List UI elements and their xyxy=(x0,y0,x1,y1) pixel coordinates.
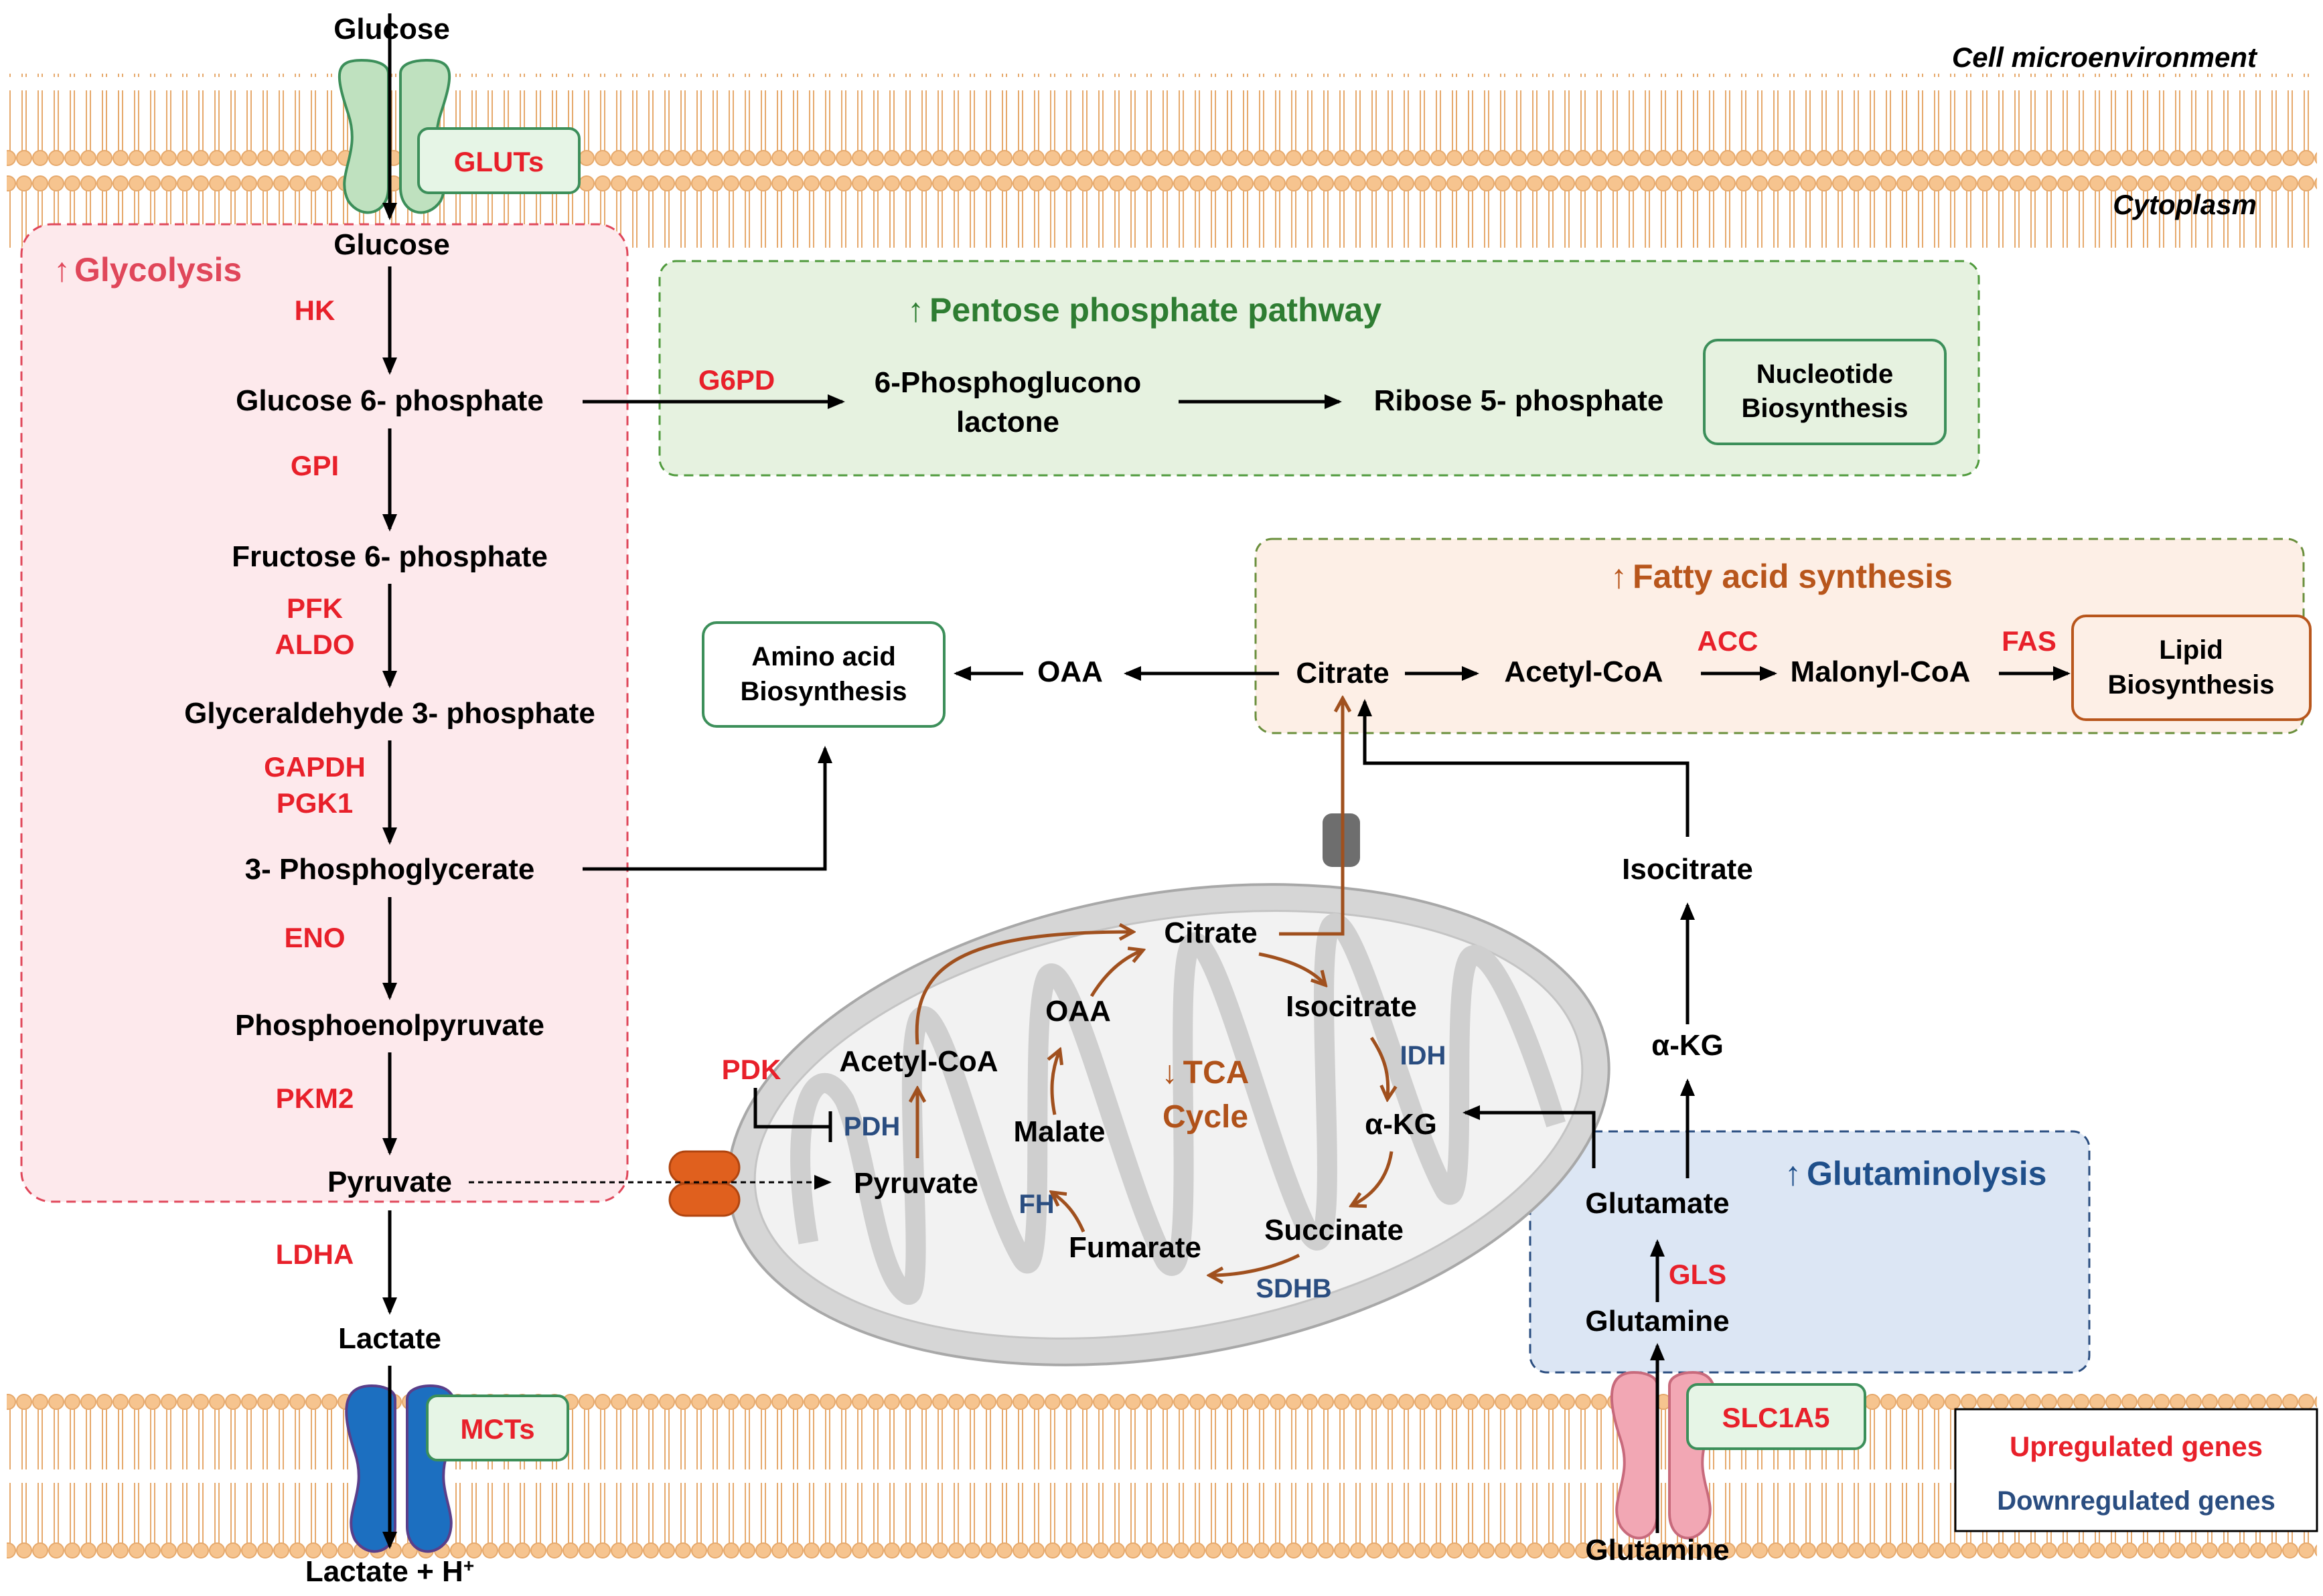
arrow-akg-to-succinate xyxy=(1353,1151,1394,1205)
metabolite-3pg: 3- Phosphoglycerate xyxy=(245,853,535,886)
arrow-3pg-to-amino xyxy=(583,746,832,871)
glutaminolysis-box xyxy=(1529,1130,2091,1374)
enzyme-acc: ACC xyxy=(1698,625,1758,657)
arrow-fumarate-to-malate xyxy=(1053,1193,1085,1232)
metabolite-pgl-line1: 6-Phosphoglucono xyxy=(875,366,1141,399)
cytosol-isocitrate: Isocitrate xyxy=(1622,853,1753,886)
nucleotide-line2: Biosynthesis xyxy=(1742,394,1908,423)
arrow-succinate-to-fumarate xyxy=(1211,1253,1300,1275)
tca-cycle-line2: Cycle xyxy=(1163,1099,1248,1135)
legend-box xyxy=(1954,1408,2318,1532)
mcts-label-box xyxy=(426,1394,569,1461)
enzyme-g6pd: G6PD xyxy=(698,364,775,396)
enzyme-pdh: PDH xyxy=(844,1112,900,1141)
fatty-acid-box xyxy=(1254,538,2305,734)
mito-succinate: Succinate xyxy=(1264,1214,1404,1247)
pdk-inhibits-pdh xyxy=(753,1088,829,1129)
arrow-acetylcoa-to-citrate xyxy=(915,932,1132,1045)
metabolite-pyruvate: Pyruvate xyxy=(327,1166,452,1198)
enzyme-idh: IDH xyxy=(1400,1041,1446,1070)
glutamine-outside: Glutamine xyxy=(1585,1534,1729,1567)
ppp-box xyxy=(658,260,1980,477)
enzyme-aldo: ALDO xyxy=(275,629,355,660)
enzyme-gapdh: GAPDH xyxy=(264,751,366,783)
cytosol-oaa: OAA xyxy=(1037,655,1103,688)
mito-pyruvate: Pyruvate xyxy=(854,1167,978,1200)
enzyme-sdhb: SDHB xyxy=(1256,1274,1331,1303)
nucleotide-line1: Nucleotide xyxy=(1756,360,1893,389)
metabolite-pep: Phosphoenolpyruvate xyxy=(235,1009,544,1042)
enzyme-fh: FH xyxy=(1019,1190,1054,1219)
slc1a5-label-box xyxy=(1686,1383,1866,1450)
cytoplasm-label: Cytoplasm xyxy=(2113,189,2257,220)
mito-akg: α-KG xyxy=(1365,1108,1437,1141)
nucleotide-biosynthesis-box xyxy=(1703,339,1947,445)
enzyme-ldha: LDHA xyxy=(276,1239,354,1270)
metabolite-g3p: Glyceraldehyde 3- phosphate xyxy=(184,697,595,730)
metabolite-lactate-h: Lactate + H+ xyxy=(305,1555,474,1588)
cell-microenvironment-label: Cell microenvironment xyxy=(1952,42,2258,73)
arrow-oaa-to-citrate xyxy=(1090,951,1142,998)
mitochondrion-shape xyxy=(727,883,1610,1366)
fatty-citrate: Citrate xyxy=(1296,657,1389,690)
arrow-glutamate-to-mito-akg xyxy=(1463,1105,1596,1168)
mito-citrate: Citrate xyxy=(1164,916,1257,949)
mito-isocitrate: Isocitrate xyxy=(1286,990,1417,1023)
enzyme-pdk: PDK xyxy=(722,1054,781,1085)
metabolite-r5p: Ribose 5- phosphate xyxy=(1374,384,1664,417)
enzyme-fas: FAS xyxy=(2002,625,2056,657)
fatty-acetyl-coa: Acetyl-CoA xyxy=(1504,655,1663,688)
glycolysis-box xyxy=(20,223,629,1203)
arrow-isocitrate-to-citrate xyxy=(1357,699,1690,837)
glycolysis-title: ↑Glycolysis xyxy=(54,251,242,289)
gluts-label-box xyxy=(417,127,581,194)
metabolite-f6p: Fructose 6- phosphate xyxy=(232,540,548,573)
mito-malate: Malate xyxy=(1014,1115,1106,1148)
ppp-title: ↑Pentose phosphate pathway xyxy=(907,291,1381,329)
metabolite-g6p: Glucose 6- phosphate xyxy=(236,384,544,417)
metabolite-pgl-line2: lactone xyxy=(956,406,1059,438)
gluts-label: GLUTs xyxy=(454,146,544,177)
enzyme-hk: HK xyxy=(295,295,335,326)
fatty-acid-title: ↑Fatty acid synthesis xyxy=(1610,558,1953,595)
tca-cycle-line1: ↓TCA xyxy=(1162,1055,1250,1091)
glucose-cytoplasm: Glucose xyxy=(333,228,450,261)
enzyme-gls: GLS xyxy=(1669,1259,1726,1290)
lipid-biosynthesis-box xyxy=(2071,615,2312,721)
glutaminolysis-title: ↑Glutaminolysis xyxy=(1785,1155,2046,1192)
enzyme-eno: ENO xyxy=(284,922,345,953)
lipid-line2: Biosynthesis xyxy=(2108,670,2275,700)
enzyme-pfk: PFK xyxy=(287,592,343,624)
glucose-outside: Glucose xyxy=(333,13,450,46)
enzyme-pkm2: PKM2 xyxy=(276,1083,354,1114)
arrow-citrate-to-isocitrate xyxy=(1258,952,1325,984)
mito-acetyl-coa: Acetyl-CoA xyxy=(839,1045,998,1078)
mito-fumarate: Fumarate xyxy=(1069,1231,1201,1264)
arrow-isocitrate-to-akg xyxy=(1369,1036,1388,1098)
legend-upregulated: Upregulated genes xyxy=(2010,1431,2263,1462)
metabolite-lactate: Lactate xyxy=(338,1322,441,1355)
mpc-transporter xyxy=(668,1150,741,1217)
amino-acid-biosynthesis-box xyxy=(702,621,946,728)
cytosol-akg: α-KG xyxy=(1651,1029,1724,1062)
enzyme-pgk1: PGK1 xyxy=(277,787,353,819)
fatty-malonyl-coa: Malonyl-CoA xyxy=(1791,655,1971,688)
amino-acid-line1: Amino acid xyxy=(751,642,896,671)
amino-acid-line2: Biosynthesis xyxy=(741,677,907,706)
glutamine-cytoplasm: Glutamine xyxy=(1585,1305,1729,1338)
enzyme-gpi: GPI xyxy=(291,450,339,481)
lipid-line1: Lipid xyxy=(2159,635,2223,665)
legend-downregulated: Downregulated genes xyxy=(1997,1486,2275,1516)
mcts-label: MCTs xyxy=(460,1413,534,1445)
mito-oaa: OAA xyxy=(1045,995,1111,1028)
glutamate: Glutamate xyxy=(1585,1187,1729,1220)
arrow-malate-to-oaa xyxy=(1052,1051,1059,1115)
slc1a5-label: SLC1A5 xyxy=(1722,1402,1829,1433)
arrow-mito-citrate-export xyxy=(1279,700,1343,936)
